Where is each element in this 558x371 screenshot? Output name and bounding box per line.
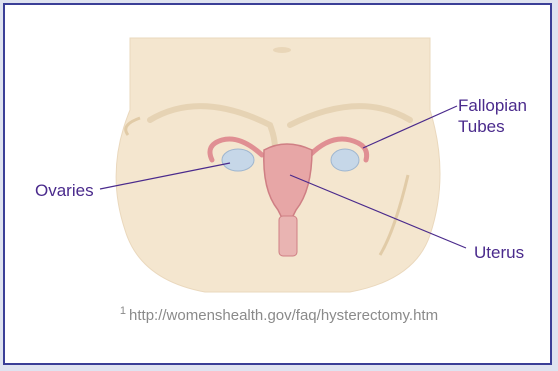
label-uterus: Uterus xyxy=(474,242,524,263)
label-fallopian-line2: Tubes xyxy=(458,116,527,137)
cervix xyxy=(279,216,297,256)
label-fallopian-tubes: Fallopian Tubes xyxy=(458,95,527,137)
footnote-number: 1 xyxy=(120,305,126,317)
ovary-right xyxy=(331,149,359,171)
ovary-left xyxy=(222,149,254,171)
footnote-url[interactable]: http://womenshealth.gov/faq/hysterectomy… xyxy=(129,307,438,324)
label-ovaries: Ovaries xyxy=(35,180,94,201)
label-fallopian-line1: Fallopian xyxy=(458,95,527,116)
navel xyxy=(273,47,291,53)
